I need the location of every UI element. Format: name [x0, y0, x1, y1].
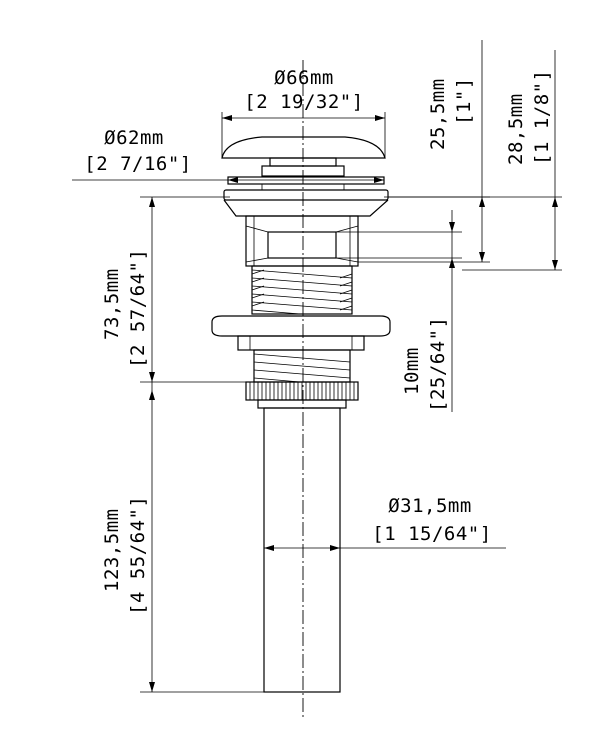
nut-height-metric: 10mm: [401, 347, 423, 395]
cap-diameter-metric: Ø66mm: [274, 67, 334, 89]
tail-diameter-imperial: [1 15/64"]: [372, 523, 491, 545]
drain-flange: [223, 176, 389, 217]
total-height-dimension: 28,5mm [1 1/8"]: [388, 50, 562, 271]
body-length-metric: 73,5mm: [101, 268, 123, 340]
body-length-imperial: [2 57/64"]: [127, 249, 149, 368]
cap-height-metric: 25,5mm: [427, 78, 449, 150]
total-height-metric: 28,5mm: [505, 93, 527, 165]
tail-length-imperial: [4 55/64"]: [127, 496, 149, 615]
cap-height-imperial: [1"]: [453, 77, 475, 125]
pop-up-cap: [221, 136, 386, 177]
tail-diameter-dimension: Ø31,5mm [1 15/64"]: [264, 495, 506, 551]
tail-diameter-metric: Ø31,5mm: [388, 495, 472, 517]
tailpiece: [263, 407, 341, 693]
lower-thread: [253, 349, 351, 383]
lock-nut: [211, 315, 391, 351]
drain-body: [245, 215, 359, 267]
tail-length-dimension: 123,5mm [4 55/64"]: [101, 382, 264, 693]
cap-diameter-dimension: Ø66mm [2 19/32"]: [221, 67, 386, 158]
cap-diameter-imperial: [2 19/32"]: [244, 91, 363, 113]
tail-length-metric: 123,5mm: [101, 508, 123, 592]
body-length-dimension: 73,5mm [2 57/64"]: [101, 196, 250, 383]
flange-diameter-dimension: Ø62mm [2 7/16"]: [72, 127, 384, 183]
cap-height-dimension: 25,5mm [1"]: [358, 40, 490, 263]
flange-diameter-imperial: [2 7/16"]: [84, 153, 191, 175]
nut-height-dimension: 10mm [25/64"]: [336, 210, 462, 412]
coupling-ring: [245, 381, 359, 409]
upper-thread: [251, 265, 353, 315]
nut-height-imperial: [25/64"]: [427, 316, 449, 412]
flange-diameter-metric: Ø62mm: [104, 127, 164, 149]
total-height-imperial: [1 1/8"]: [531, 69, 553, 165]
